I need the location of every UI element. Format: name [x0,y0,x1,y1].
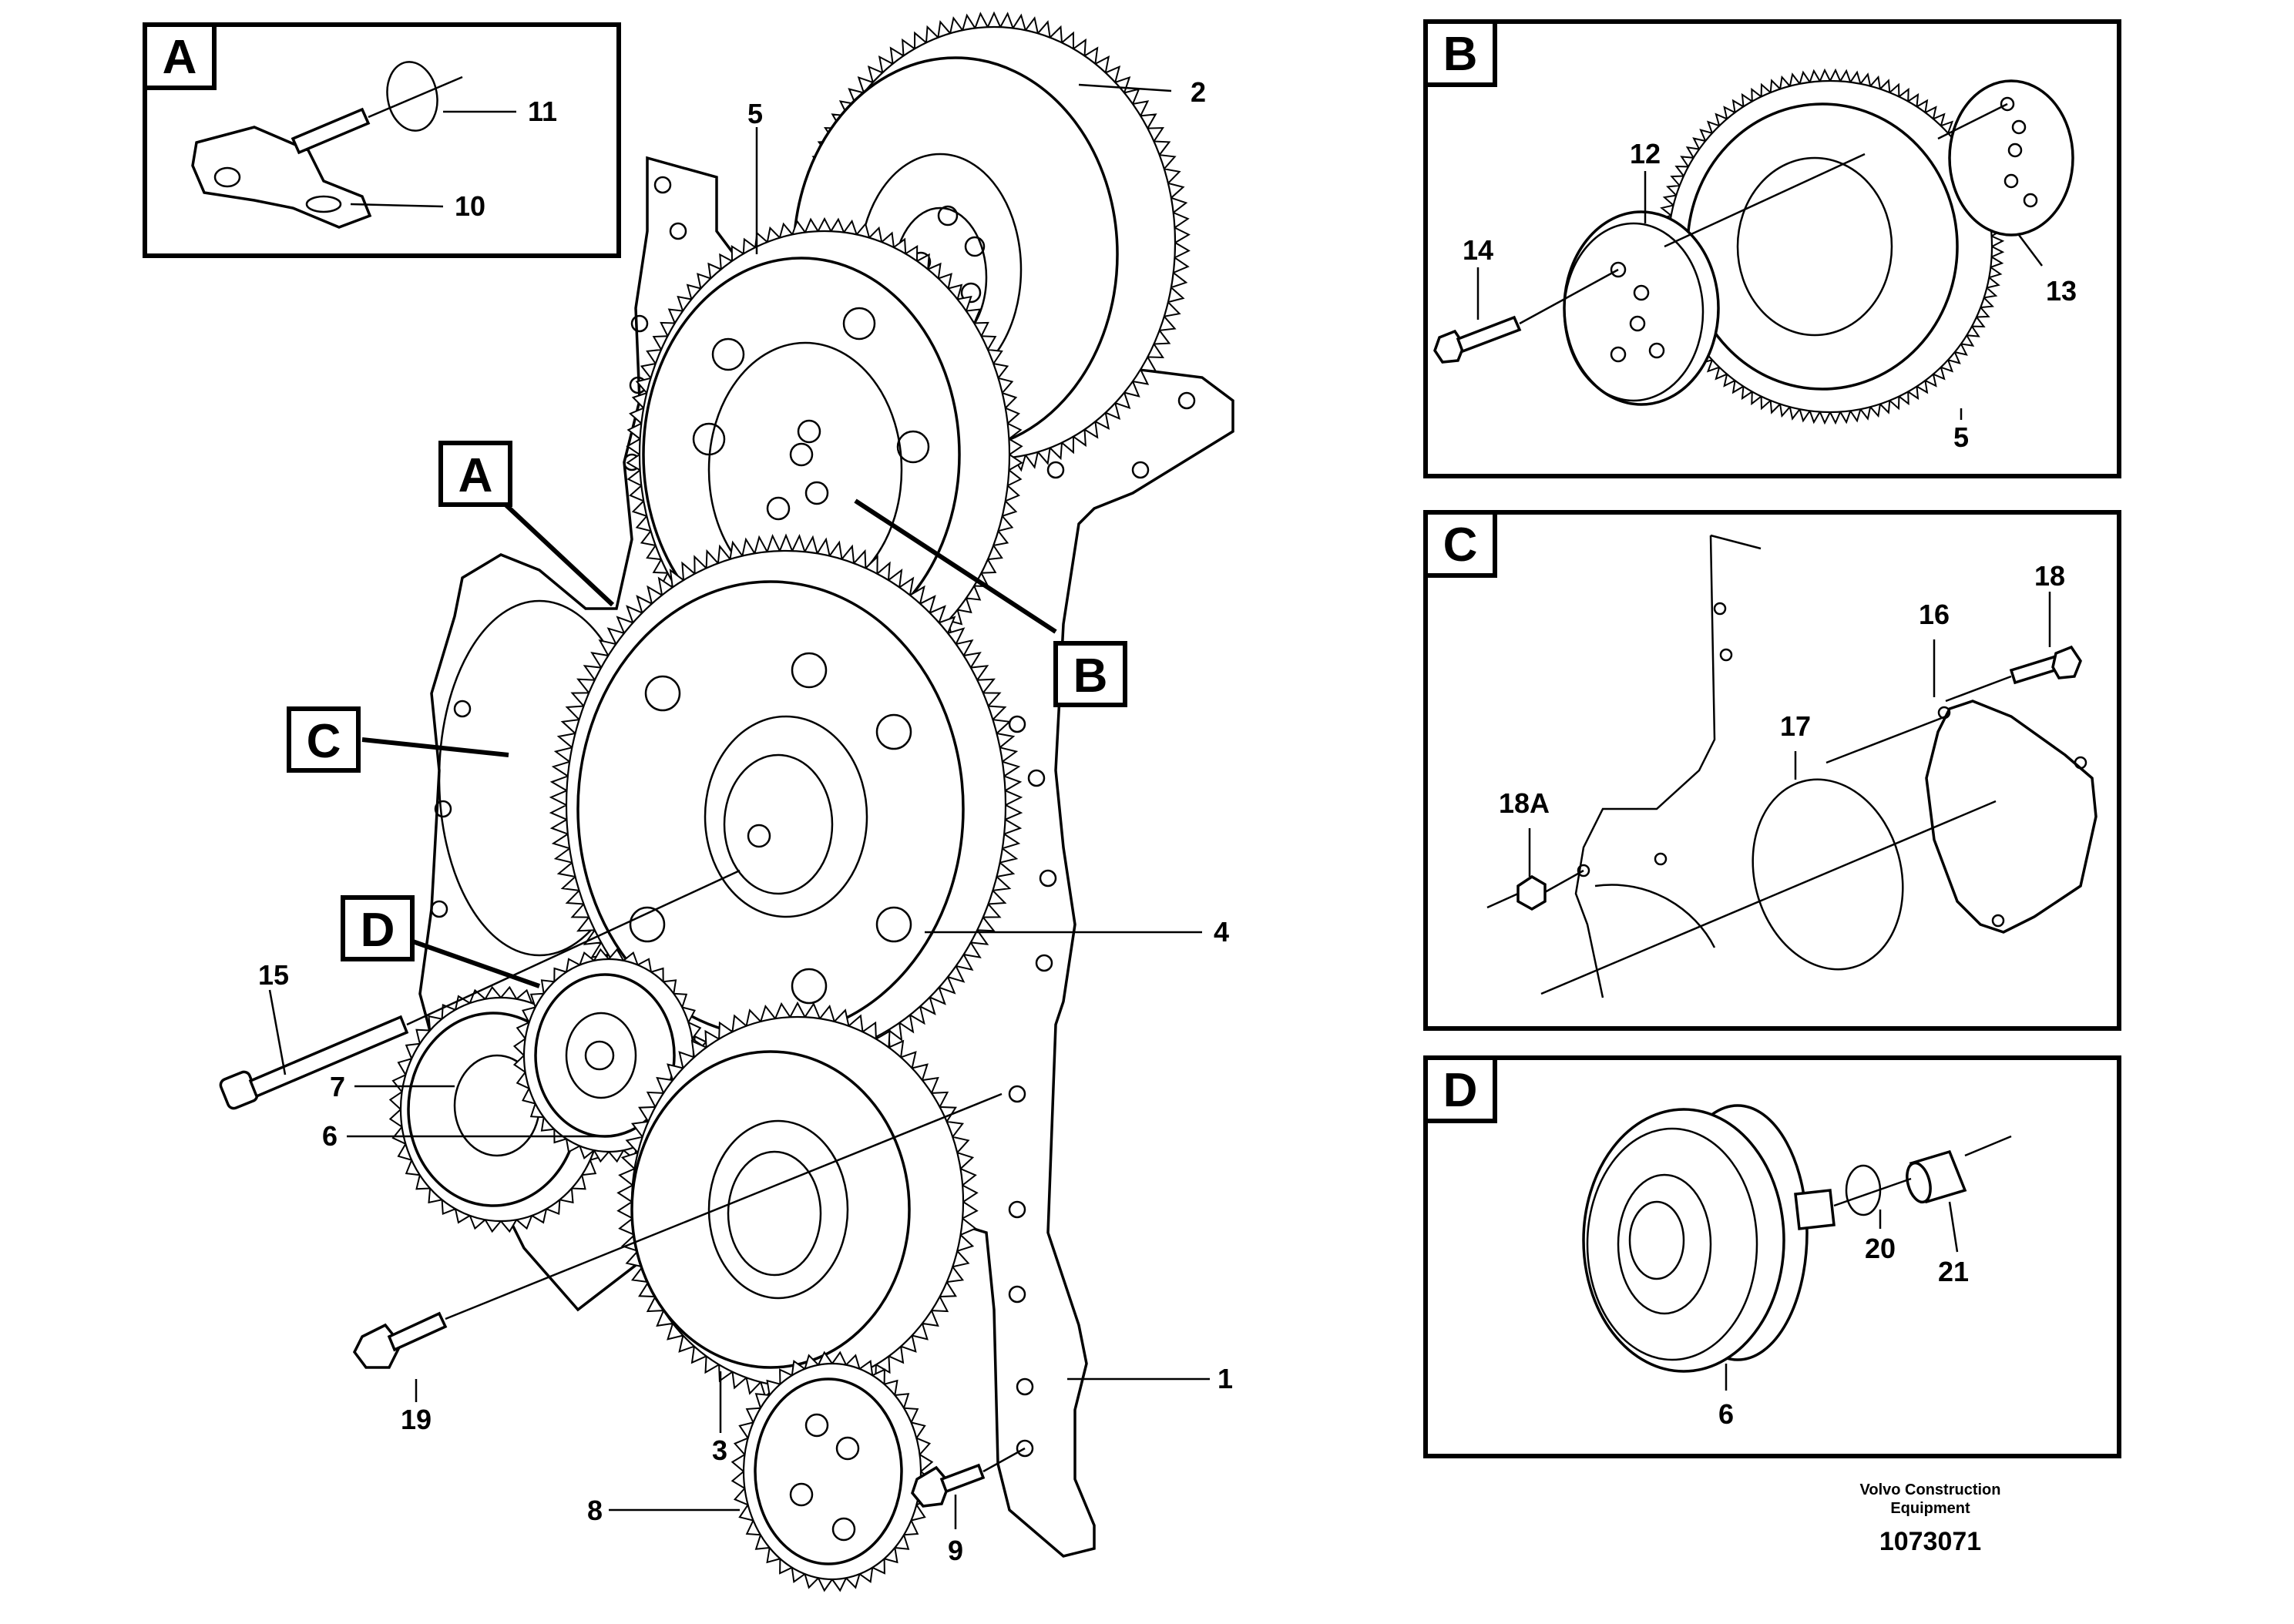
svg-text:B: B [1443,28,1478,81]
part-label-7: 7 [330,1071,345,1102]
svg-text:C: C [1443,518,1478,572]
gear-8 [731,1351,934,1592]
svg-text:20: 20 [1865,1233,1896,1264]
svg-text:16: 16 [1919,599,1950,630]
svg-text:21: 21 [1938,1256,1969,1287]
svg-text:B: B [1073,649,1108,703]
callout-b: B [1053,641,1127,707]
document-number: 1073071 [1879,1527,1981,1556]
main-exploded-view: A B C D 2 5 4 1 3 7 6 8 9 15 19 [219,11,1234,1592]
part-label-5: 5 [747,98,763,129]
svg-text:Volvo Construction: Volvo Construction [1860,1481,2001,1498]
svg-text:D: D [361,904,395,957]
leader-lines [268,83,1210,1529]
svg-text:Equipment: Equipment [1890,1500,1970,1517]
detail-box-d: D 20 21 6 [1423,1055,2121,1458]
svg-text:18A: 18A [1499,787,1550,819]
part-label-19: 19 [401,1404,432,1435]
bolt-9 [911,1447,1026,1508]
timing-plate-holes [430,176,1196,1458]
detail-box-c: C 18 16 17 18A [1423,510,2121,1031]
callout-d: D [341,895,415,961]
callout-c: C [287,706,361,773]
footer-credit: Volvo Construction Equipment 1073071 [1860,1481,2001,1556]
svg-text:18: 18 [2034,560,2065,592]
detail-box-a: A 11 10 [143,22,621,258]
gear-3 [616,1001,979,1403]
bolt-15 [219,869,741,1110]
svg-text:6: 6 [1718,1398,1734,1430]
svg-text:5: 5 [1953,421,1969,453]
svg-text:12: 12 [1630,138,1661,169]
callout-a: A [438,441,512,507]
part-label-6: 6 [322,1120,338,1152]
part-label-8: 8 [587,1495,603,1526]
svg-text:11: 11 [528,96,557,127]
part-label-1: 1 [1218,1363,1233,1394]
svg-text:A: A [163,31,197,84]
svg-text:13: 13 [2046,275,2077,307]
svg-text:10: 10 [455,190,485,222]
svg-text:D: D [1443,1064,1478,1117]
part-label-15: 15 [258,959,289,991]
bolt-19 [352,1092,1003,1369]
svg-text:14: 14 [1463,234,1493,266]
detail-box-b: B 12 14 13 5 [1423,19,2121,478]
svg-text:C: C [307,715,341,768]
svg-text:17: 17 [1780,710,1811,742]
svg-text:A: A [458,449,493,502]
part-label-3: 3 [712,1434,727,1466]
part-label-4: 4 [1214,916,1229,948]
part-label-9: 9 [948,1535,963,1566]
part-label-2: 2 [1191,76,1206,108]
